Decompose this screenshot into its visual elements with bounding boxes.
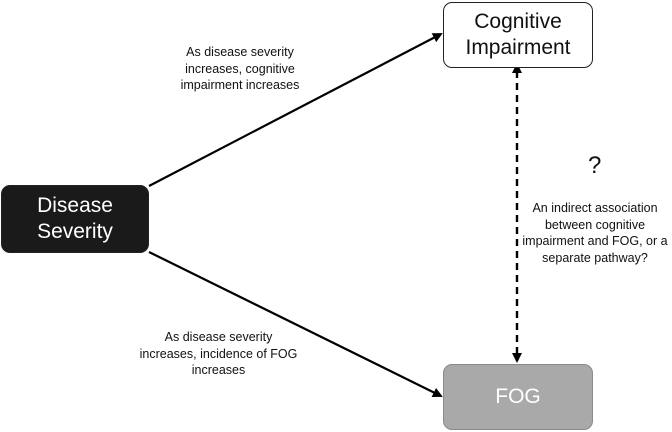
disease-severity-label: Disease Severity bbox=[37, 193, 113, 243]
fog-label: FOG bbox=[495, 384, 541, 408]
fog-node: FOG bbox=[443, 364, 593, 430]
annotation-cognitive-fog: An indirect association between cognitiv… bbox=[522, 201, 668, 265]
annotation-disease-fog: As disease severity increases, incidence… bbox=[139, 330, 298, 377]
question-mark: ? bbox=[588, 152, 602, 179]
annotation-disease-cognitive: As disease severity increases, cognitive… bbox=[180, 45, 300, 92]
arrow-disease-to-fog bbox=[148, 251, 443, 397]
disease-severity-node: Disease Severity bbox=[1, 185, 149, 253]
arrow-disease-to-cognitive bbox=[148, 33, 443, 187]
cognitive-impairment-node: Cognitive Impairment bbox=[443, 2, 593, 68]
cognitive-impairment-label: Cognitive Impairment bbox=[465, 9, 571, 59]
